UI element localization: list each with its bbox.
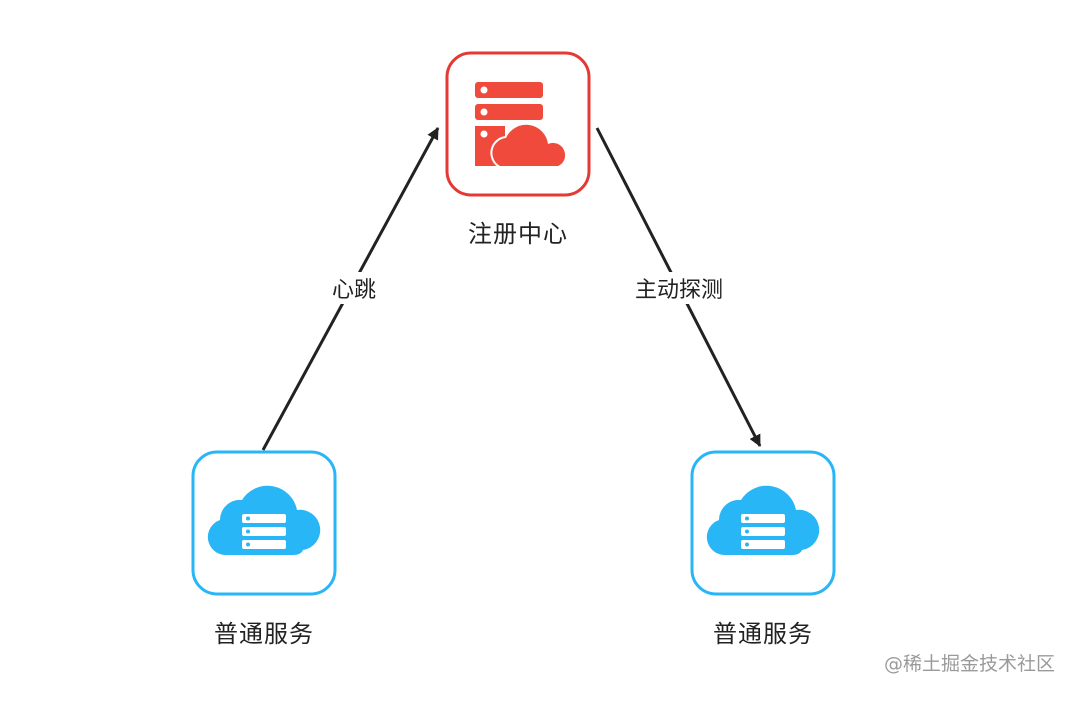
cloud-server-icon [706, 485, 820, 555]
service-node-right[interactable] [690, 450, 836, 596]
server-cloud-icon [475, 82, 568, 168]
probe-label: 主动探测 [630, 272, 728, 304]
service-left-label: 普通服务 [214, 620, 314, 648]
registry-label: 注册中心 [468, 220, 568, 248]
cloud-server-icon [207, 485, 321, 555]
heartbeat-label: 心跳 [327, 272, 381, 304]
watermark-text: @稀土掘金技术社区 [883, 653, 1055, 675]
service-right-label: 普通服务 [713, 620, 813, 648]
registry-node[interactable] [445, 51, 591, 197]
service-node-left[interactable] [191, 450, 337, 596]
